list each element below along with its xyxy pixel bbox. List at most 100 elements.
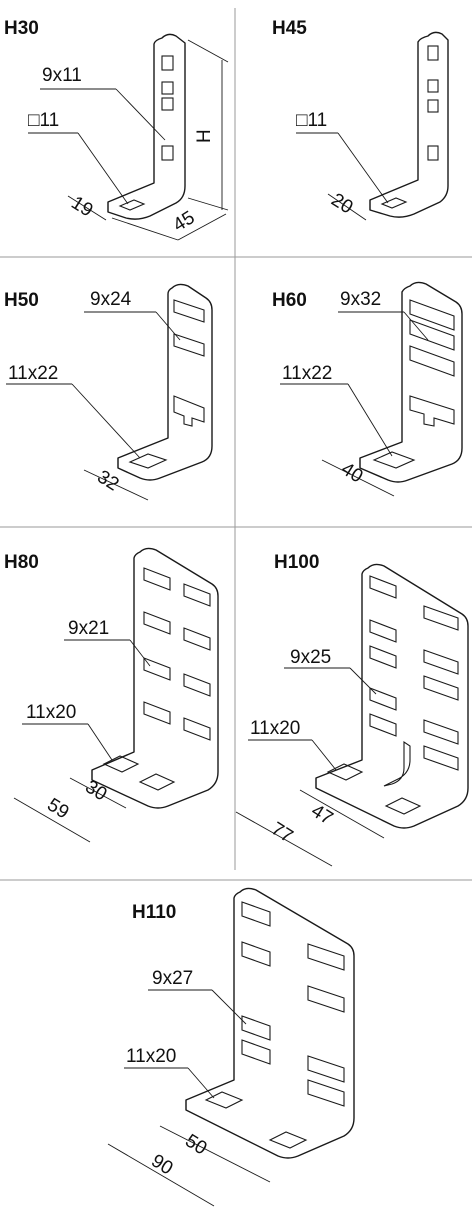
hole-label: 11x22 <box>282 363 332 384</box>
slot-notch <box>409 395 455 427</box>
slot <box>183 673 211 697</box>
leader-hole <box>337 132 389 204</box>
slot <box>173 299 205 323</box>
slot <box>307 985 345 1013</box>
bracket-h50 <box>117 283 213 481</box>
panel-h30: H30 H 9x11 □11 19 45 <box>4 18 229 241</box>
bracket-h80 <box>91 547 219 809</box>
leader-slot <box>155 311 181 341</box>
leader-slot <box>403 311 429 341</box>
slot-label: 9x11 <box>42 65 82 86</box>
slot-label: 9x21 <box>68 618 109 639</box>
base-hole <box>128 453 168 469</box>
slot <box>161 145 174 161</box>
base-hole <box>118 199 146 211</box>
hole-label: 11x20 <box>126 1046 176 1067</box>
leader-hole <box>187 1067 215 1099</box>
slot <box>241 1039 271 1065</box>
slot <box>241 941 271 967</box>
slot-label: 9x27 <box>152 968 193 989</box>
dim-line-30 <box>69 777 127 809</box>
panel-title: H100 <box>274 552 319 573</box>
slot <box>423 675 459 701</box>
panel-h50: H50 9x24 11x22 32 <box>4 283 213 501</box>
slot <box>423 649 459 675</box>
slot <box>183 627 211 651</box>
panel-title: H45 <box>272 18 307 39</box>
dim-line-77 <box>235 811 333 867</box>
dim-line-47 <box>299 789 385 839</box>
dim-label: 50 <box>181 1130 210 1159</box>
base-hole <box>380 197 408 209</box>
dim-line-40 <box>321 459 395 497</box>
hole-label: □11 <box>296 110 327 131</box>
bracket-h110 <box>185 887 355 1159</box>
slot <box>307 1079 345 1107</box>
slot <box>173 333 205 357</box>
slot <box>369 645 397 669</box>
panel-h110: H110 9x27 11x20 50 90 <box>107 887 355 1207</box>
leader-hole <box>77 132 129 205</box>
grid-lines <box>0 8 472 881</box>
slot-label: 9x25 <box>290 647 331 668</box>
bracket-h60 <box>359 281 463 483</box>
slot <box>369 619 397 643</box>
dim-line-59 <box>13 797 91 843</box>
base-hole <box>372 451 416 469</box>
panel-title: H30 <box>4 18 39 39</box>
dim-label: 32 <box>93 466 122 495</box>
leader-hole <box>347 383 393 457</box>
height-label: H <box>194 129 215 143</box>
slot-label: 9x32 <box>340 289 381 310</box>
dim-label: 40 <box>337 458 366 487</box>
bracket-h100 <box>315 563 469 829</box>
panel-title: H50 <box>4 290 39 311</box>
slot <box>161 97 174 111</box>
slot <box>183 717 211 741</box>
hole-label: 11x22 <box>8 363 58 384</box>
panel-h60: H60 9x32 11x22 40 <box>272 281 463 497</box>
hole-label: □11 <box>28 110 59 131</box>
base-hole <box>384 797 422 815</box>
leader-slot <box>211 989 247 1025</box>
slot <box>409 345 455 377</box>
dim-label: 59 <box>43 794 72 823</box>
slot <box>423 719 459 745</box>
dim-line-90 <box>107 1143 215 1207</box>
dim-line-20 <box>327 193 367 221</box>
leader-slot <box>115 88 166 141</box>
slot <box>427 145 439 161</box>
base-hole <box>138 773 176 791</box>
slot <box>161 81 174 95</box>
slot-label: 9x24 <box>90 289 132 310</box>
slot <box>143 701 171 725</box>
slot <box>409 299 455 331</box>
dim-line-32 <box>83 469 149 501</box>
slot <box>307 1055 345 1083</box>
leader-slot <box>349 667 377 695</box>
dim-line-19 <box>67 195 107 221</box>
slot <box>427 99 439 113</box>
leader-hole <box>71 383 141 459</box>
slot <box>307 943 345 971</box>
dim-label: 90 <box>147 1150 176 1179</box>
dim-label: 45 <box>170 207 199 236</box>
bracket-h30 <box>107 33 186 220</box>
slot-notch <box>173 395 205 427</box>
base-hole <box>268 1131 308 1149</box>
hole-label: 11x20 <box>250 718 300 739</box>
leader-hole <box>87 723 113 761</box>
panel-h100: H100 9x25 11x20 47 77 <box>235 552 469 867</box>
dim-label: 20 <box>327 189 356 218</box>
slot <box>143 611 171 635</box>
slot <box>427 45 439 61</box>
slot <box>183 583 211 607</box>
panel-title: H80 <box>4 552 39 573</box>
slot <box>241 901 271 927</box>
slot <box>369 713 397 737</box>
slot <box>161 55 174 71</box>
base-hole <box>204 1091 244 1109</box>
slot <box>143 567 171 591</box>
hole-label: 11x20 <box>26 702 76 723</box>
